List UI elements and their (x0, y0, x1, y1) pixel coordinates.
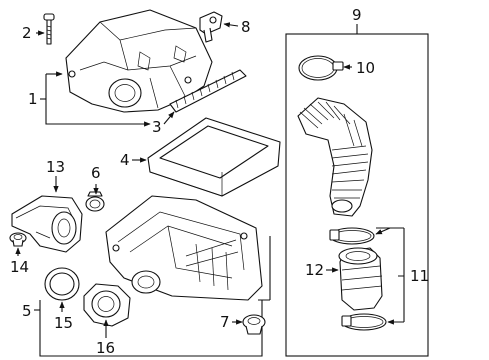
callout-3: 3 (152, 118, 162, 136)
top-clamp (298, 55, 344, 81)
callout-16: 16 (96, 339, 115, 357)
upper-housing-cover (65, 9, 213, 113)
callout-1: 1 (28, 90, 38, 108)
callout-13: 13 (46, 158, 65, 176)
callout-9: 9 (352, 6, 362, 24)
flex-duct (297, 97, 373, 217)
small-grommet-part (9, 232, 27, 247)
sensor-part (199, 11, 223, 43)
callout-15: 15 (54, 314, 73, 332)
callout-4: 4 (120, 151, 130, 169)
plug-part (242, 314, 266, 335)
callout-12: 12 (305, 261, 324, 279)
filter-element-strip (169, 69, 247, 113)
callout-2: 2 (22, 24, 32, 42)
upper-hose-clamp (329, 227, 375, 245)
callout-11: 11 (410, 267, 429, 285)
leader-lines (15, 22, 405, 338)
callout-6: 6 (91, 164, 101, 182)
grommet-part (85, 191, 105, 212)
panel-filter (147, 117, 281, 197)
callout-8: 8 (241, 18, 251, 36)
adapter-part (83, 283, 131, 327)
lower-hose-clamp (341, 313, 387, 331)
callout-14: 14 (10, 258, 29, 276)
callout-7: 7 (220, 313, 230, 331)
lower-housing (105, 195, 263, 301)
seal-ring (44, 267, 80, 301)
resonator-duct (11, 195, 83, 253)
callout-5: 5 (22, 302, 32, 320)
coupler-hose (338, 247, 383, 311)
bolt-part (43, 13, 55, 45)
callout-10: 10 (356, 59, 375, 77)
